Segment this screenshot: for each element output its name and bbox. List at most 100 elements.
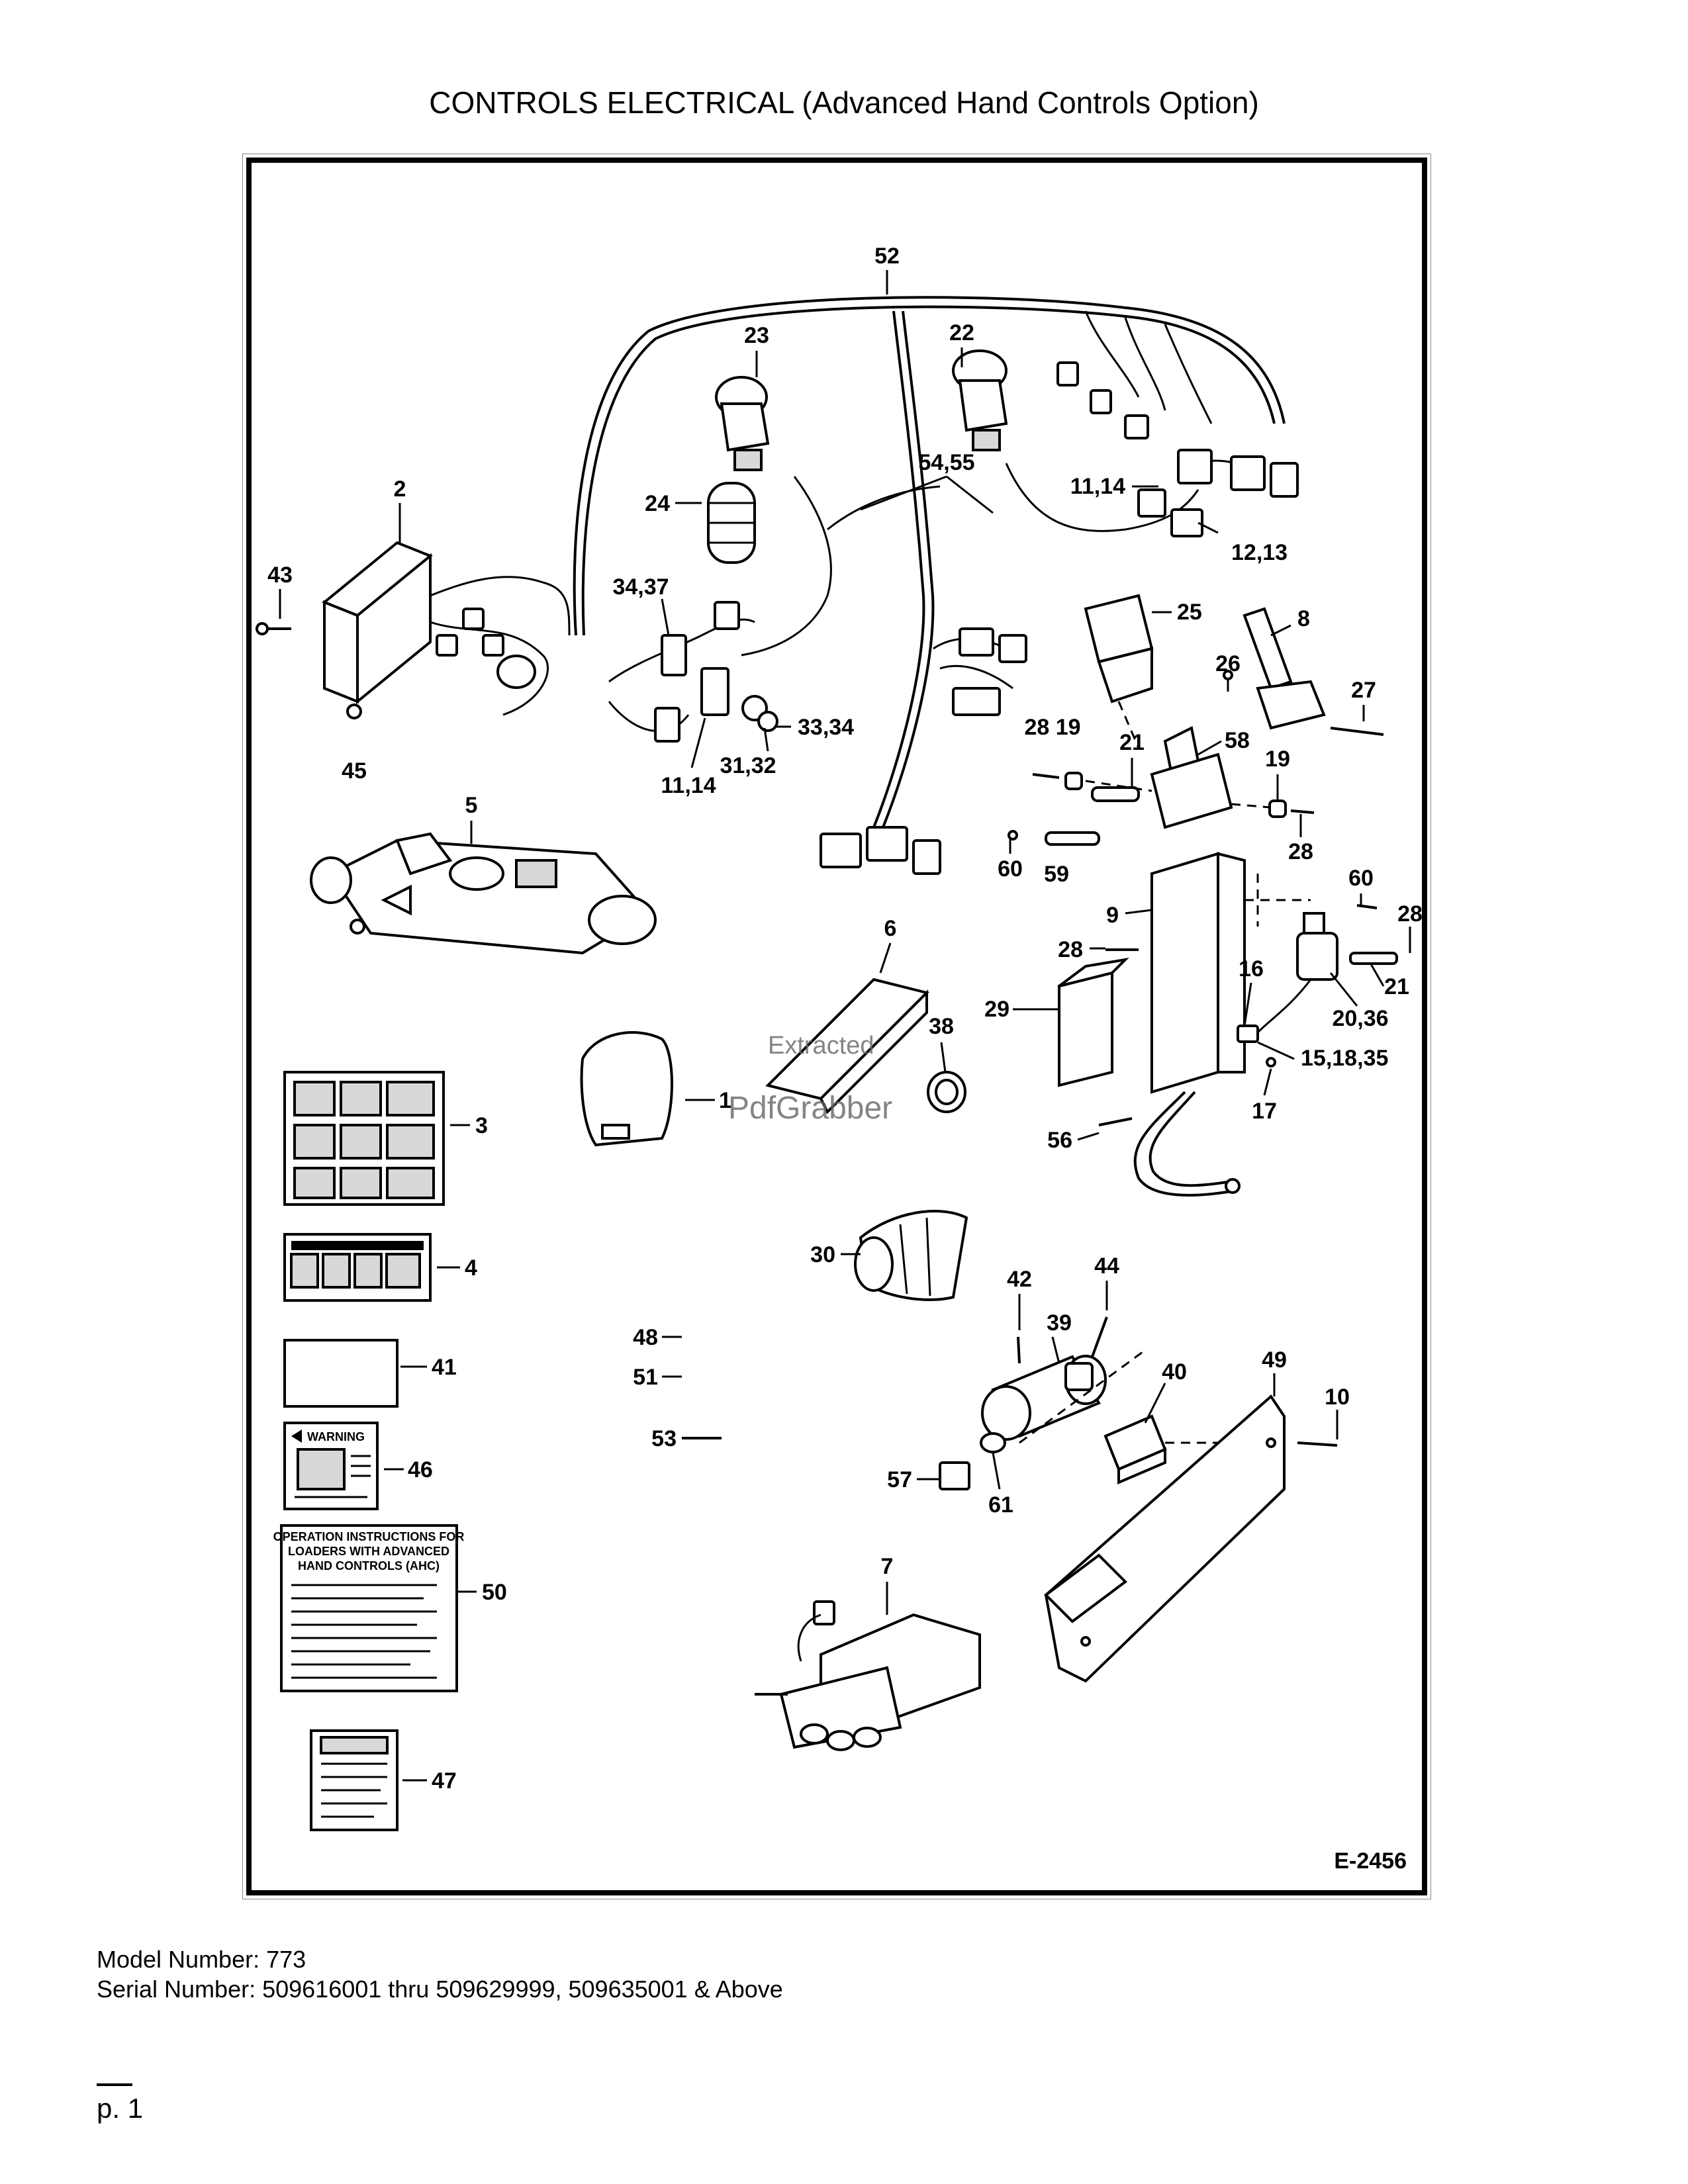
callout-22: 22 — [949, 320, 974, 345]
callout-28-19: 28 19 — [1024, 715, 1080, 740]
wiring-harness — [573, 296, 1286, 828]
callout-60-left: 60 — [998, 856, 1023, 882]
callout-11-14-upper: 11,14 — [1070, 474, 1125, 499]
pdfgrabber-watermark: Extracted PdfGrabber — [728, 1032, 892, 1126]
callout-57: 57 — [887, 1467, 912, 1492]
bolt-10 — [1297, 1441, 1338, 1447]
callout-10: 10 — [1325, 1385, 1350, 1410]
control-valve-5 — [310, 832, 657, 955]
switch-20-36 — [1237, 904, 1398, 1043]
serial-number: Serial Number: 509616001 thru 509629999,… — [97, 1976, 783, 2003]
plate-49 — [1043, 1394, 1286, 1683]
decal-50-line1: OPERATION INSTRUCTIONS FOR — [273, 1530, 465, 1543]
decal-50: OPERATION INSTRUCTIONS FOR LOADERS WITH … — [273, 1524, 465, 1692]
callout-31-32: 31,32 — [720, 753, 776, 778]
callout-44: 44 — [1094, 1253, 1119, 1279]
callout-33-34: 33,34 — [798, 715, 854, 740]
callout-4: 4 — [465, 1255, 477, 1281]
callout-60-right: 60 — [1348, 866, 1374, 891]
callout-2: 2 — [394, 477, 406, 502]
callout-50: 50 — [482, 1580, 507, 1605]
block-40 — [1019, 1349, 1251, 1485]
callout-48: 48 — [633, 1325, 658, 1350]
callout-6: 6 — [884, 916, 897, 941]
grip-24 — [707, 482, 756, 564]
bolt-27 — [1330, 727, 1384, 736]
callout-11-14-lower: 11,14 — [661, 773, 716, 798]
callout-3: 3 — [475, 1113, 488, 1138]
rocker-switch-23 — [715, 376, 770, 471]
callout-49: 49 — [1262, 1347, 1287, 1373]
callout-34-37: 34,37 — [612, 574, 669, 600]
callout-51: 51 — [633, 1365, 658, 1390]
page-number: p. 1 — [97, 2093, 144, 2124]
cover-1 — [580, 1031, 673, 1147]
callout-58: 58 — [1225, 728, 1250, 753]
page-divider — [97, 2083, 132, 2086]
boot-30 — [854, 1210, 968, 1301]
callout-24: 24 — [645, 491, 670, 516]
callout-52: 52 — [874, 244, 900, 269]
callout-23: 23 — [744, 323, 769, 348]
nut-17 — [1266, 1057, 1276, 1068]
callout-17: 17 — [1252, 1099, 1277, 1124]
callout-53: 53 — [651, 1426, 677, 1451]
cylinder-39 — [981, 1316, 1108, 1441]
decal-47 — [310, 1729, 399, 1831]
mount-bracket-9 — [1105, 852, 1311, 1197]
pin-59 — [1008, 830, 1100, 846]
watermark-line1: Extracted — [768, 1032, 874, 1060]
callout-12-13: 12,13 — [1231, 540, 1288, 565]
decal-3 — [283, 1071, 445, 1206]
callout-20-36: 20,36 — [1332, 1006, 1388, 1031]
decal-50-line2: LOADERS WITH ADVANCED — [288, 1545, 449, 1558]
callout-21-lower: 21 — [1384, 974, 1409, 999]
drawing-id: E-2456 — [1334, 1848, 1407, 1874]
callout-25: 25 — [1177, 600, 1202, 625]
sub-harness — [608, 601, 778, 743]
rocker-switch-22 — [952, 349, 1008, 451]
callout-46: 46 — [408, 1457, 433, 1482]
callout-61: 61 — [988, 1492, 1013, 1518]
callout-54-55: 54,55 — [918, 450, 974, 475]
callout-39: 39 — [1047, 1310, 1072, 1336]
callout-1: 1 — [719, 1088, 731, 1113]
callout-28-right: 28 — [1397, 901, 1423, 927]
callout-5: 5 — [465, 793, 478, 818]
decal-4 — [283, 1233, 432, 1302]
connector-57 — [939, 1461, 970, 1490]
page-title: CONTROLS ELECTRICAL (Advanced Hand Contr… — [429, 85, 1259, 120]
callout-38: 38 — [929, 1014, 954, 1039]
diagram-frame — [246, 158, 1427, 1895]
joystick-pivot-58 — [1032, 726, 1315, 829]
plate-6 — [765, 978, 929, 1115]
valve-7 — [755, 1600, 981, 1751]
callout-47: 47 — [432, 1768, 457, 1794]
washer-61 — [980, 1432, 1006, 1453]
callout-16: 16 — [1239, 956, 1264, 981]
callout-28-right-upper: 28 — [1288, 839, 1313, 864]
decal-41 — [283, 1339, 399, 1408]
callout-43: 43 — [267, 563, 293, 588]
callout-8: 8 — [1297, 606, 1310, 631]
callout-28-middle: 28 — [1058, 937, 1083, 962]
callout-labels: 52 23 22 2 43 24 54,55 11,14 12,13 34,37… — [267, 244, 1423, 1794]
callout-30: 30 — [810, 1242, 835, 1267]
knob-38 — [927, 1071, 966, 1113]
callout-19: 19 — [1265, 747, 1290, 772]
callout-45: 45 — [342, 758, 367, 784]
screw-43 — [256, 622, 291, 635]
callout-41: 41 — [432, 1355, 457, 1380]
harness-connectors — [820, 361, 1299, 875]
callout-42: 42 — [1007, 1267, 1032, 1292]
controller-module-2 — [322, 541, 571, 716]
callout-26: 26 — [1215, 651, 1241, 676]
callout-21-upper: 21 — [1119, 730, 1145, 755]
callout-27: 27 — [1351, 678, 1376, 703]
screw-56 — [1098, 1117, 1133, 1126]
decal-46: WARNING — [283, 1422, 379, 1510]
decal-46-warning-text: WARNING — [307, 1430, 365, 1443]
handle-8 — [1243, 607, 1326, 730]
callout-29: 29 — [984, 997, 1009, 1022]
